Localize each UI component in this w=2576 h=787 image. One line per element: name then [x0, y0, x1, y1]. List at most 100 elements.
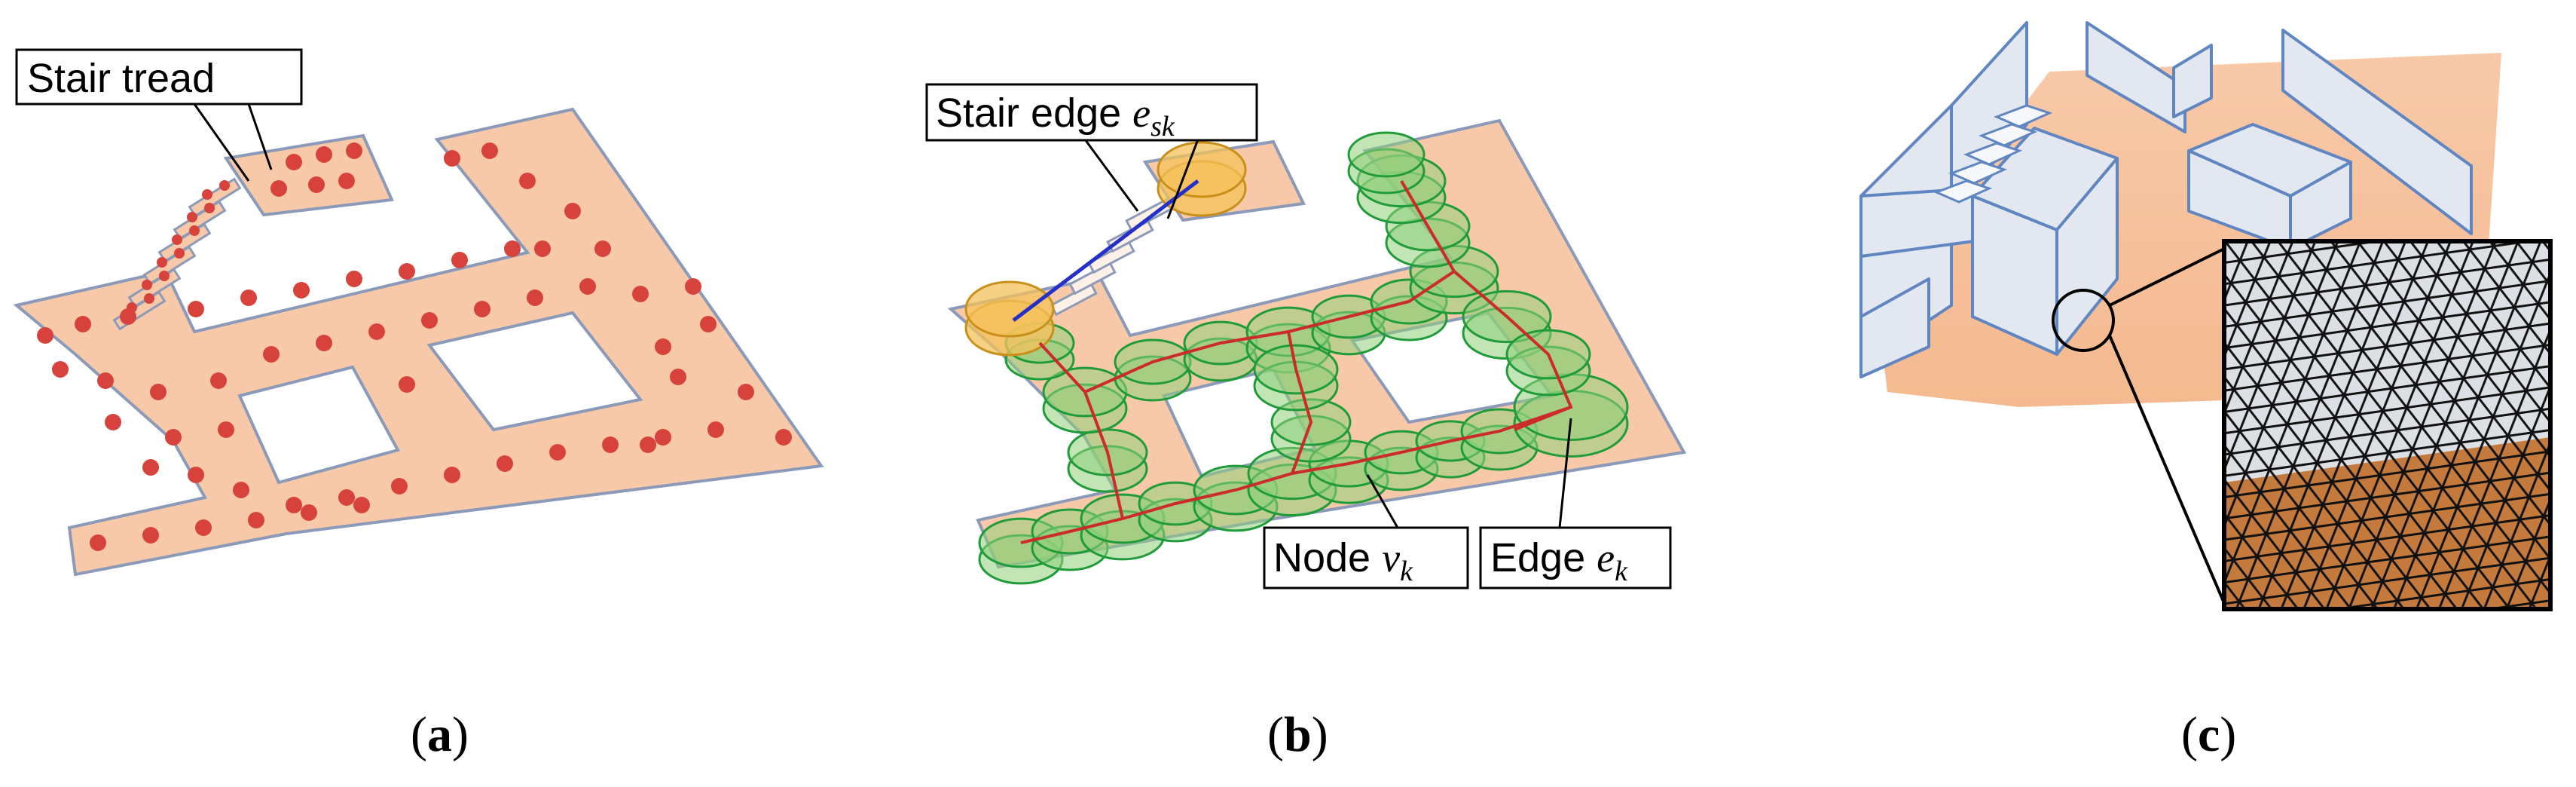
sample-points-a	[37, 142, 792, 551]
sample-point	[308, 176, 325, 193]
sample-point	[564, 203, 581, 219]
sample-point	[775, 429, 792, 446]
sample-point	[670, 369, 686, 385]
sample-point	[188, 301, 204, 317]
sample-point	[195, 519, 212, 536]
sample-point	[210, 372, 227, 389]
panel-c: (c)	[1859, 21, 2553, 762]
tread-point	[219, 180, 230, 191]
stair-edge-line	[1012, 179, 1199, 322]
sample-point	[75, 316, 91, 332]
sample-point	[391, 478, 408, 495]
sample-point	[579, 278, 596, 295]
tread-point	[159, 271, 170, 281]
node-cylinders-b	[978, 131, 1629, 585]
sample-point	[316, 335, 332, 351]
sample-point	[270, 180, 287, 197]
callout-edge-box	[1479, 526, 1672, 589]
tread-point	[187, 212, 197, 222]
sample-point	[188, 467, 204, 483]
sample-point	[519, 173, 536, 189]
sample-point	[316, 146, 332, 163]
caption-c: (c)	[2181, 707, 2236, 762]
sample-point	[481, 142, 498, 159]
sample-point	[248, 512, 264, 528]
sample-point	[52, 361, 69, 378]
sample-point	[301, 504, 317, 521]
callout-stair-tread-label: Stair tread	[27, 56, 215, 101]
sample-point	[218, 421, 234, 438]
mesh-zoom-inset	[2224, 241, 2550, 609]
sample-point	[346, 271, 362, 287]
sample-point	[632, 286, 649, 302]
node-cylinder	[1253, 344, 1339, 412]
sample-point	[90, 534, 106, 551]
sample-point	[338, 489, 355, 506]
sample-point	[738, 384, 754, 400]
panel-a: Stair tread (a)	[13, 48, 824, 762]
sample-point	[534, 240, 551, 257]
tread-point	[202, 189, 212, 200]
sample-point	[527, 289, 543, 306]
sample-point	[142, 459, 159, 476]
node-cylinder	[1067, 428, 1148, 493]
sample-point	[240, 289, 257, 306]
sample-point	[474, 301, 490, 317]
sample-point	[233, 482, 249, 498]
sample-point	[142, 527, 159, 544]
panel-b: Stair edge esk Node vk Edge ek (b)	[925, 83, 1687, 762]
graph-edges-red	[1020, 179, 1573, 544]
sample-point	[549, 444, 566, 461]
callout-edge-label: Edge ek	[1490, 535, 1628, 587]
sample-point	[700, 316, 717, 332]
sample-point	[655, 429, 671, 446]
sample-point	[150, 384, 167, 400]
sample-point	[263, 346, 280, 363]
caption-a: (a)	[411, 707, 469, 762]
sample-point	[421, 312, 438, 329]
callout-node-label: Node vk	[1273, 535, 1413, 587]
sample-point	[504, 240, 521, 257]
sample-point	[685, 278, 701, 295]
sample-point	[286, 497, 302, 513]
callout-stair-edge-label: Stair edge esk	[936, 90, 1175, 142]
sample-point	[368, 323, 385, 340]
sample-point	[602, 436, 619, 453]
sample-point	[37, 327, 53, 344]
tread-point	[144, 293, 154, 304]
sample-point	[594, 240, 611, 257]
caption-b: (b)	[1267, 707, 1328, 762]
sample-point	[707, 421, 724, 438]
sample-point	[444, 467, 460, 483]
sample-point	[444, 150, 460, 167]
stairs-c	[1933, 104, 2053, 204]
stair-node-cylinders	[964, 141, 1247, 357]
sample-point	[640, 436, 656, 453]
sample-point	[293, 282, 310, 299]
sample-point	[338, 173, 355, 189]
sample-point	[399, 376, 415, 393]
sample-point	[497, 455, 513, 472]
callout-node-box	[1263, 526, 1469, 589]
floor-plan-a	[13, 107, 824, 577]
node-cylinder	[1114, 338, 1192, 402]
tread-point	[174, 248, 185, 259]
sample-point	[353, 497, 370, 513]
zoom-focus-circle	[2052, 289, 2115, 352]
callout-stair-edge-box	[925, 83, 1258, 142]
sample-point	[97, 372, 114, 389]
node-cylinder	[1505, 329, 1591, 397]
upper-landing-a	[223, 133, 394, 217]
tread-point	[142, 280, 152, 290]
sample-point	[655, 338, 671, 355]
tread-point	[157, 257, 167, 268]
sample-point	[165, 429, 182, 446]
sample-point	[105, 414, 121, 430]
stair-treads-b	[1050, 198, 1173, 317]
tread-point	[189, 225, 200, 236]
sample-point	[451, 252, 468, 268]
sample-point	[399, 263, 415, 280]
node-cylinder	[1347, 131, 1426, 194]
tread-point	[172, 234, 182, 245]
